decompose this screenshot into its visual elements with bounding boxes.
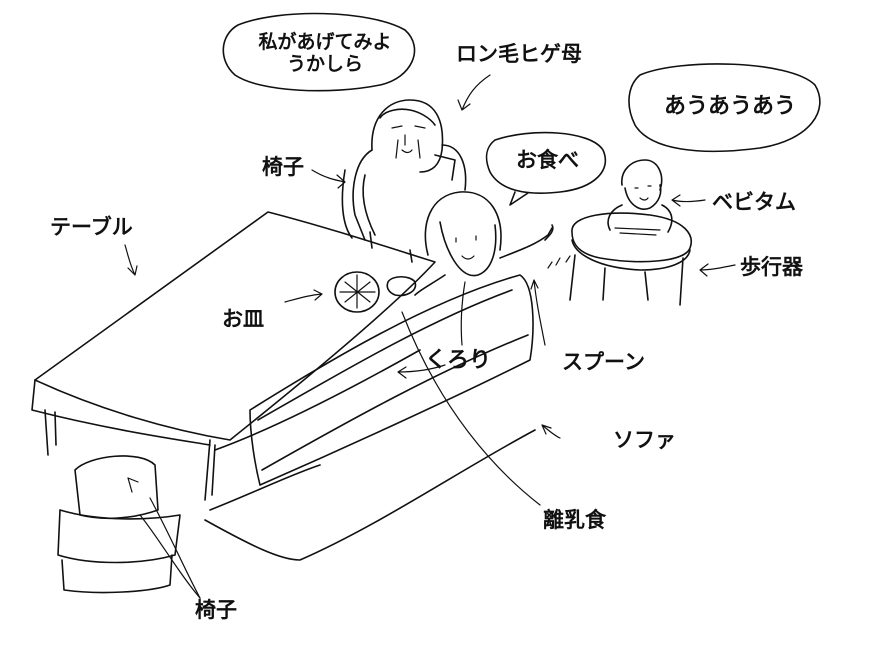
label-table: テーブル <box>50 215 133 239</box>
label-chair-top: 椅子 <box>262 155 304 179</box>
label-sofa: ソファ <box>613 428 676 452</box>
bubble-baby-text: あうあうあう <box>663 94 796 119</box>
label-spoon: スプーン <box>562 350 645 374</box>
bubble-mother-outline <box>222 12 416 92</box>
label-baby: ベビタム <box>712 190 796 214</box>
bubble-kurori-text: お食べ <box>516 148 579 172</box>
plate-and-food <box>334 271 417 313</box>
baby-figure <box>607 159 673 236</box>
label-chair-bottom: 椅子 <box>195 598 237 622</box>
walker <box>569 212 692 306</box>
label-mother: ロン毛ヒゲ母 <box>456 42 582 66</box>
sofa <box>204 274 536 561</box>
chair-top <box>341 169 413 263</box>
bubble-mother-text: 私があげてみようかしら <box>258 31 392 75</box>
chair-bottom <box>57 455 181 594</box>
kurori-figure <box>414 191 554 296</box>
bubble-baby-outline <box>628 63 821 153</box>
label-kurori: くろり <box>425 348 492 373</box>
table <box>31 211 436 501</box>
bubble-kurori-outline <box>485 131 607 194</box>
mother-figure <box>352 99 467 241</box>
label-baby-food: 離乳食 <box>543 508 606 532</box>
label-walker: 歩行器 <box>740 255 803 279</box>
label-plate: お皿 <box>222 307 264 331</box>
